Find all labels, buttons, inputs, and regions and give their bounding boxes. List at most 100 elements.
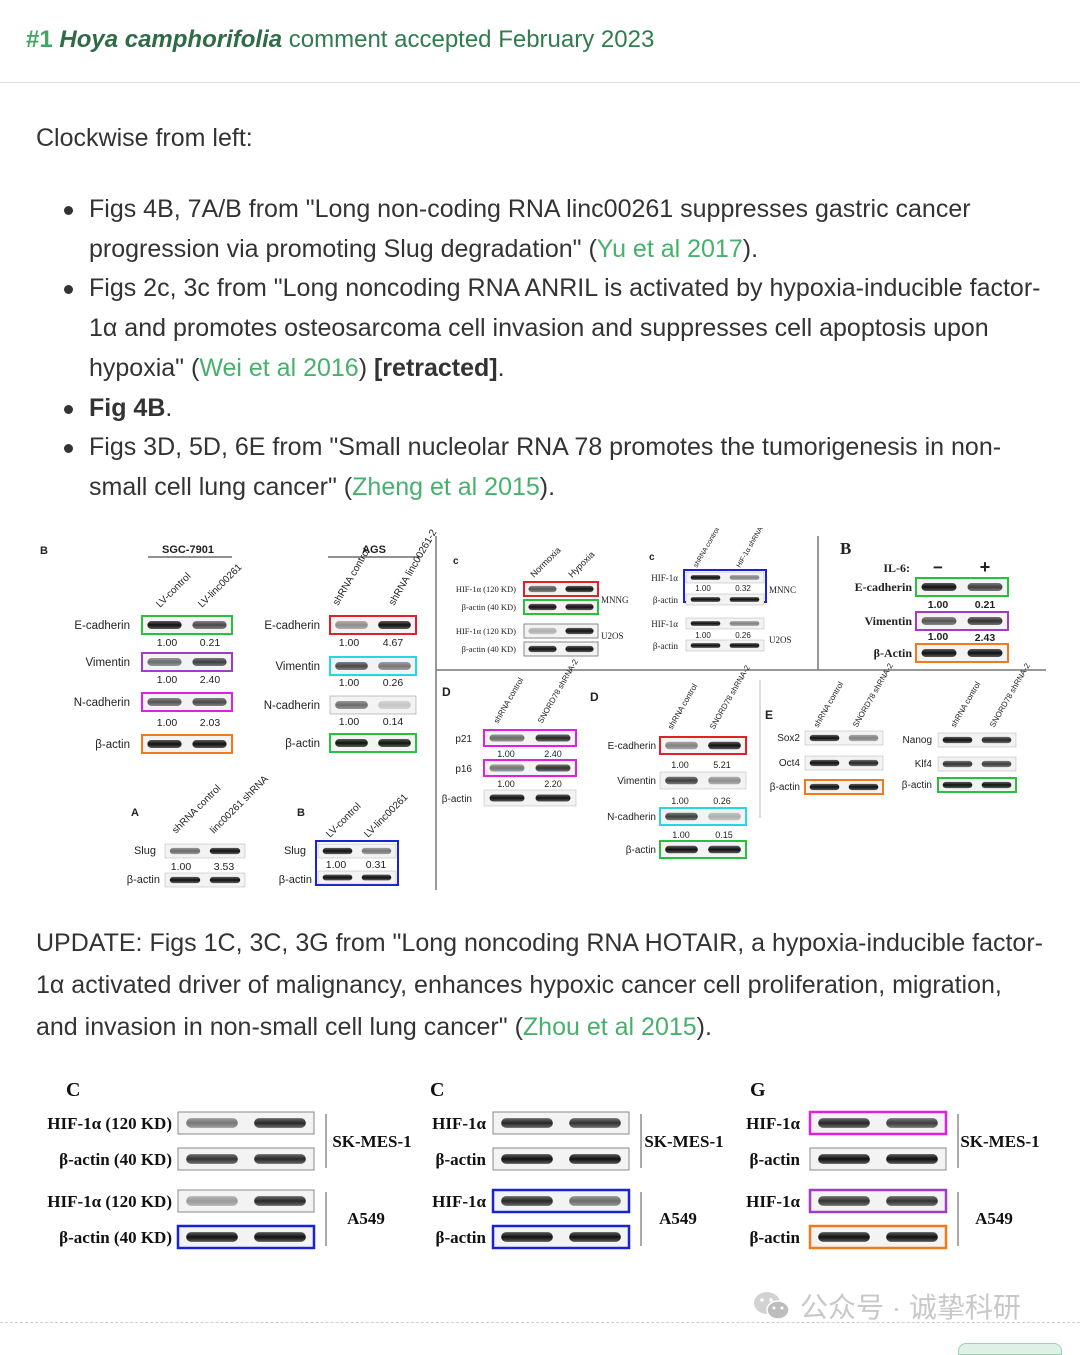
blot-band: [921, 583, 957, 591]
blot-band: [942, 781, 973, 789]
condition-sign: −: [933, 558, 943, 577]
density-value: 0.14: [383, 716, 404, 728]
density-value: 1.00: [695, 584, 711, 593]
blot-band: [981, 736, 1012, 744]
blot-band: [886, 1232, 938, 1242]
citation-link[interactable]: Yu et al 2017: [596, 234, 743, 263]
protein-label: β-actin (40 KD): [462, 644, 517, 654]
blot-band: [569, 1232, 621, 1242]
blot-strip: [141, 652, 233, 672]
blot-band: [378, 662, 411, 670]
blot-band: [729, 597, 760, 602]
blot-strip: [804, 730, 884, 746]
cell-line-label: A549: [347, 1209, 385, 1228]
divider-line: [0, 1322, 1080, 1323]
protein-label: Vimentin: [617, 776, 656, 787]
density-value: 2.43: [975, 632, 996, 644]
density-value: 1.00: [339, 637, 360, 649]
blot-band: [942, 736, 973, 744]
blot-strip: [329, 656, 417, 676]
protein-label: HIF-1α: [746, 1114, 800, 1133]
blot-strip: [491, 1188, 631, 1214]
protein-label: E-cadherin: [608, 741, 656, 752]
blot-band: [209, 876, 241, 884]
blot-band: [501, 1154, 553, 1164]
panel-label: C: [430, 1079, 444, 1101]
blot-band: [708, 845, 741, 854]
citation-link[interactable]: Wei et al 2016: [199, 353, 359, 382]
protein-label: N-cadherin: [264, 700, 320, 712]
blot-band: [690, 621, 721, 626]
comment-header: #1 Hoya camphorifolia comment accepted F…: [0, 0, 1080, 83]
protein-label: N-cadherin: [74, 697, 130, 709]
blot-band: [809, 783, 840, 791]
list-item: Figs 3D, 5D, 6E from "Small nucleolar RN…: [58, 428, 1048, 507]
density-value: 1.00: [672, 830, 690, 840]
lane-label: shRNA linc00261-2: [387, 528, 440, 608]
protein-label: β-actin: [653, 641, 679, 651]
citation-link[interactable]: Zhou et al 2015: [522, 1013, 697, 1041]
blot-band: [848, 734, 879, 742]
blot-band: [378, 621, 411, 629]
density-value: 1.00: [339, 677, 360, 689]
blot-band: [981, 760, 1012, 768]
blot-band: [818, 1232, 870, 1242]
blot-band: [322, 847, 353, 855]
blot-strip: [685, 593, 765, 606]
update-text: UPDATE: Figs 1C, 3C, 3G from "Long nonco…: [36, 929, 1043, 1041]
item-text: ).: [539, 472, 556, 501]
protein-label: Klf4: [915, 759, 933, 770]
blot-band: [818, 1154, 870, 1164]
protein-label: Oct4: [779, 758, 801, 769]
blot-strip: [141, 734, 233, 754]
species-name[interactable]: Hoya camphorifolia: [59, 26, 283, 53]
panel-label: G: [750, 1079, 766, 1101]
blot-band: [729, 621, 760, 626]
blot-band: [147, 740, 182, 748]
condition-label: IL-6:: [883, 561, 910, 575]
panel-label: c: [649, 552, 655, 563]
blot-strip: [659, 736, 747, 755]
cell-line-label: MNNG: [601, 595, 629, 605]
blot-strip: [523, 599, 599, 615]
density-value: 1.00: [928, 631, 949, 643]
blot-band: [192, 740, 227, 748]
citation-link[interactable]: Zheng et al 2015: [352, 472, 540, 501]
blot-strip: [937, 756, 1017, 772]
blot-band: [690, 575, 721, 580]
cell-line-label: SK-MES-1: [644, 1132, 723, 1151]
protein-label: E-cadherin: [264, 620, 320, 632]
blot-strip: [685, 617, 765, 630]
protein-label: β-actin: [279, 874, 312, 886]
protein-label: β-actin (40 KD): [59, 1150, 172, 1169]
blot-strip: [915, 643, 1009, 663]
blot-band: [501, 1118, 553, 1128]
protein-label: Slug: [284, 845, 306, 857]
panel-label: D: [590, 690, 599, 704]
blot-strip: [808, 1224, 948, 1250]
blot-strip: [164, 872, 246, 888]
density-value: 1.00: [157, 674, 178, 686]
blot-band: [254, 1196, 306, 1206]
blot-band: [528, 603, 557, 611]
cell-line-label: U2OS: [601, 631, 624, 641]
blot-band: [147, 621, 182, 629]
blot-band: [335, 621, 368, 629]
density-value: 0.21: [200, 637, 221, 649]
bottom-tab[interactable]: [958, 1343, 1062, 1355]
blot-band: [809, 734, 840, 742]
blot-strip: [491, 1224, 631, 1250]
blot-band: [729, 575, 760, 580]
protein-label: E-cadherin: [74, 620, 130, 632]
blot-strip: [492, 1147, 630, 1171]
blot-band: [378, 701, 411, 709]
blot-strip: [317, 870, 397, 885]
list-item: Figs 4B, 7A/B from "Long non-coding RNA …: [58, 190, 1048, 269]
protein-label: Sox2: [777, 733, 800, 744]
density-value: 0.26: [713, 796, 731, 806]
density-value: 1.00: [497, 779, 515, 789]
blot-band: [169, 876, 201, 884]
blot-strip: [937, 732, 1017, 748]
blot-strip: [808, 1110, 948, 1136]
